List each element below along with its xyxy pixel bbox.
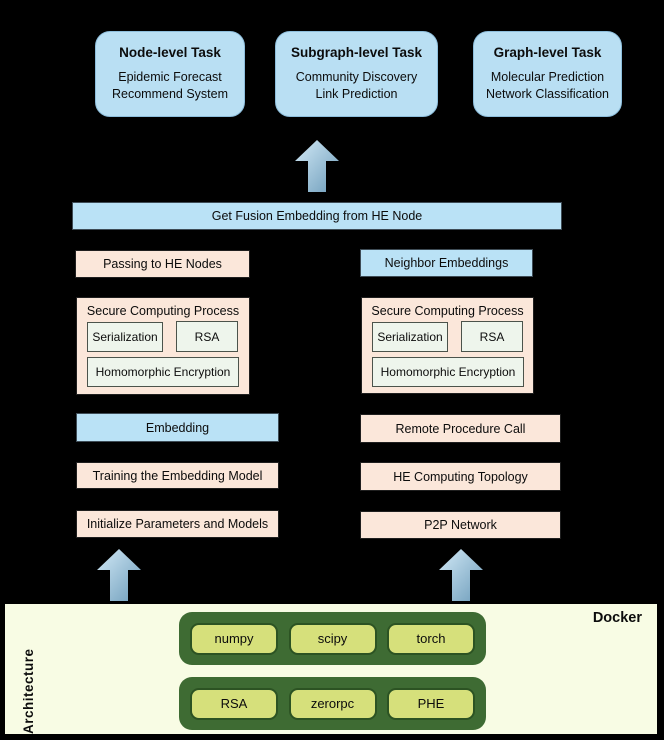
task-title: Subgraph-level Task [290, 45, 423, 60]
homomorphic-encryption-box: Homomorphic Encryption [372, 357, 524, 387]
serialization-box: Serialization [372, 322, 448, 352]
task-title: Graph-level Task [493, 45, 602, 60]
secure-process-title: Secure Computing Process [86, 304, 240, 318]
secure-computing-process-right: Secure Computing Process Serialization R… [361, 297, 534, 394]
phe-chip: PHE [387, 687, 475, 720]
p2p-network-box: P2P Network [360, 511, 561, 539]
serialization-box: Serialization [87, 322, 163, 352]
he-computing-topology-box: HE Computing Topology [360, 462, 561, 491]
rsa-box: RSA [461, 321, 523, 352]
up-arrow-icon [97, 549, 141, 601]
numpy-chip: numpy [190, 622, 278, 655]
fusion-embedding-bar: Get Fusion Embedding from HE Node [72, 202, 562, 230]
docker-libs-row-2: RSA zerorpc PHE [179, 677, 486, 730]
secure-process-title: Secure Computing Process [371, 304, 524, 318]
zerorpc-chip: zerorpc [288, 687, 377, 720]
neighbor-embeddings-box: Neighbor Embeddings [360, 249, 533, 277]
torch-chip: torch [387, 622, 475, 655]
task-line: Community Discovery [295, 70, 418, 84]
docker-label: Docker [592, 610, 642, 626]
task-line: Network Classification [486, 86, 609, 101]
secure-computing-process-left: Secure Computing Process Serialization R… [76, 297, 250, 395]
graph-level-task-card: Graph-level Task Molecular Prediction Ne… [473, 31, 622, 117]
training-embedding-model-box: Training the Embedding Model [76, 462, 279, 489]
task-line: Recommend System [111, 86, 228, 101]
up-arrow-icon [295, 140, 339, 192]
task-line: Epidemic Forecast [118, 70, 222, 84]
homomorphic-encryption-box: Homomorphic Encryption [87, 357, 239, 387]
docker-panel: Docker Architecture numpy scipy torch RS… [3, 602, 659, 736]
remote-procedure-call-box: Remote Procedure Call [360, 414, 561, 443]
scipy-chip: scipy [288, 622, 377, 655]
task-line: Molecular Prediction [490, 70, 605, 84]
up-arrow-icon [439, 549, 483, 601]
initialize-parameters-box: Initialize Parameters and Models [76, 510, 279, 538]
subgraph-level-task-card: Subgraph-level Task Community Discovery … [275, 31, 438, 117]
architecture-label: Architecture [21, 648, 36, 734]
node-level-task-card: Node-level Task Epidemic Forecast Recomm… [95, 31, 245, 117]
task-line: Link Prediction [315, 86, 398, 101]
task-title: Node-level Task [119, 45, 221, 60]
docker-libs-row-1: numpy scipy torch [179, 612, 486, 665]
embedding-box: Embedding [76, 413, 279, 442]
rsa-box: RSA [176, 321, 238, 352]
passing-to-he-nodes-box: Passing to HE Nodes [75, 250, 250, 278]
rsa-chip: RSA [190, 687, 278, 720]
